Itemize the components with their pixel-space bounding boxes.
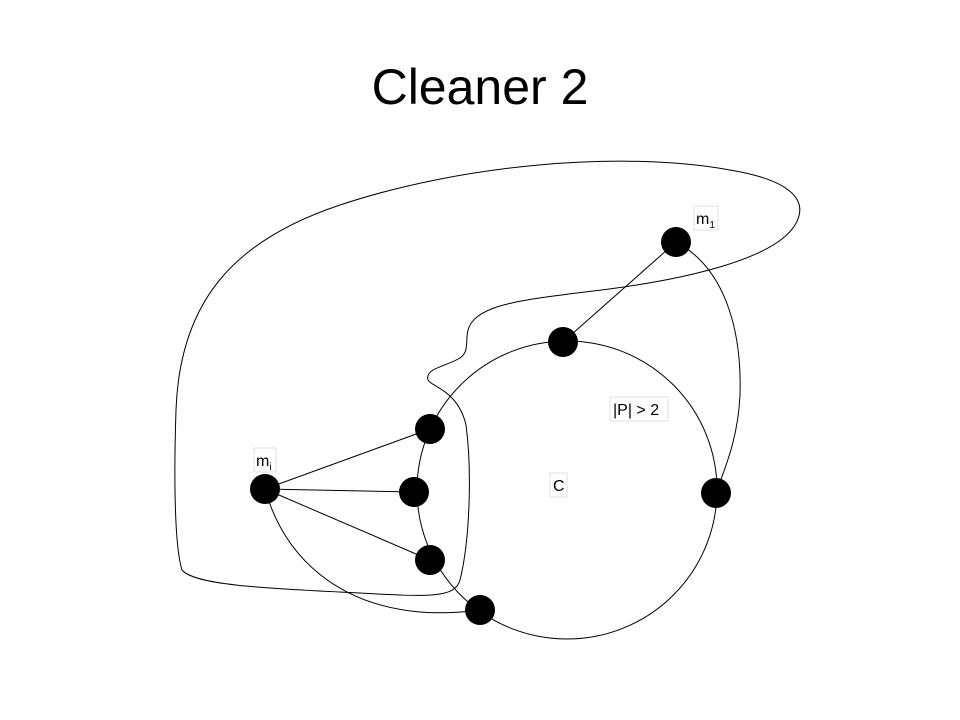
node-middle-left [399, 477, 429, 507]
path-m1-to-right-node [675, 241, 741, 494]
edge-mi-to-middle-node [264, 488, 415, 493]
label-path-condition: |P| > 2 [609, 396, 669, 422]
svg-text:m1: m1 [696, 211, 715, 231]
label-m1-base: m [696, 211, 709, 228]
label-mi-base: m [256, 453, 269, 470]
label-m1: m1 [693, 205, 719, 231]
label-cycle: C [549, 472, 568, 498]
edge-mi-to-lower-node [264, 488, 431, 561]
node-upper-left [415, 414, 445, 444]
label-m1-sub: 1 [709, 220, 715, 231]
node-bottom [465, 595, 495, 625]
node-m1 [661, 227, 691, 257]
path-mi-to-bottom-node [264, 488, 481, 614]
label-mi-sub: i [269, 462, 271, 473]
outer-region-curve [174, 160, 801, 596]
node-top [548, 327, 578, 357]
svg-text:mi: mi [256, 453, 272, 473]
node-right [701, 478, 731, 508]
edge-m1-to-top-node [562, 241, 677, 343]
label-path-condition-text: |P| > 2 [613, 402, 659, 419]
edge-mi-to-upper-node [264, 428, 431, 490]
node-mi [250, 474, 280, 504]
label-cycle-text: C [553, 478, 565, 495]
label-mi: mi [253, 447, 277, 473]
slide-title: Cleaner 2 [371, 59, 589, 115]
node-lower-left [415, 545, 445, 575]
